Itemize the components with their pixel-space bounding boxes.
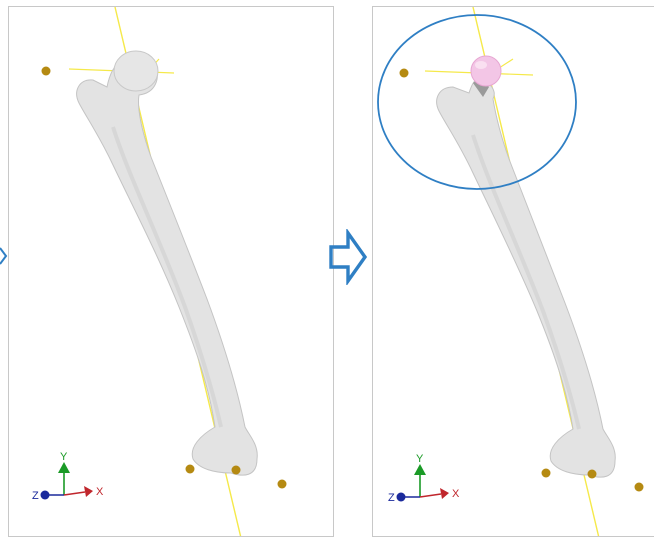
femur-view-before: Y X Z: [8, 6, 334, 537]
landmark-dot-icon: [232, 466, 241, 475]
landmark-dot-icon: [635, 483, 644, 492]
femoral-head-sphere: [471, 56, 501, 86]
femur-bone: [437, 77, 616, 477]
landmark-dot-icon: [278, 480, 287, 489]
xyz-axis-triad-icon: Y X Z: [32, 451, 104, 502]
landmark-dot-icon: [542, 469, 551, 478]
femur-view-after: Y X Z: [372, 6, 654, 537]
xyz-axis-triad-icon: Y X Z: [388, 453, 460, 504]
femur-bone: [77, 51, 258, 475]
landmark-dot-icon: [588, 470, 597, 479]
axis-label-y: Y: [416, 453, 424, 465]
axis-label-x: X: [452, 488, 460, 500]
landmark-dot-icon: [186, 465, 195, 474]
landmark-dot-icon: [400, 69, 409, 78]
axis-label-x: X: [96, 486, 104, 498]
axis-label-y: Y: [60, 451, 68, 463]
partial-arrow-icon: [0, 246, 8, 266]
right-arrow-icon: [328, 229, 368, 285]
axis-label-z: Z: [32, 490, 39, 502]
landmark-dot-icon: [42, 67, 51, 76]
axis-label-z: Z: [388, 492, 395, 504]
